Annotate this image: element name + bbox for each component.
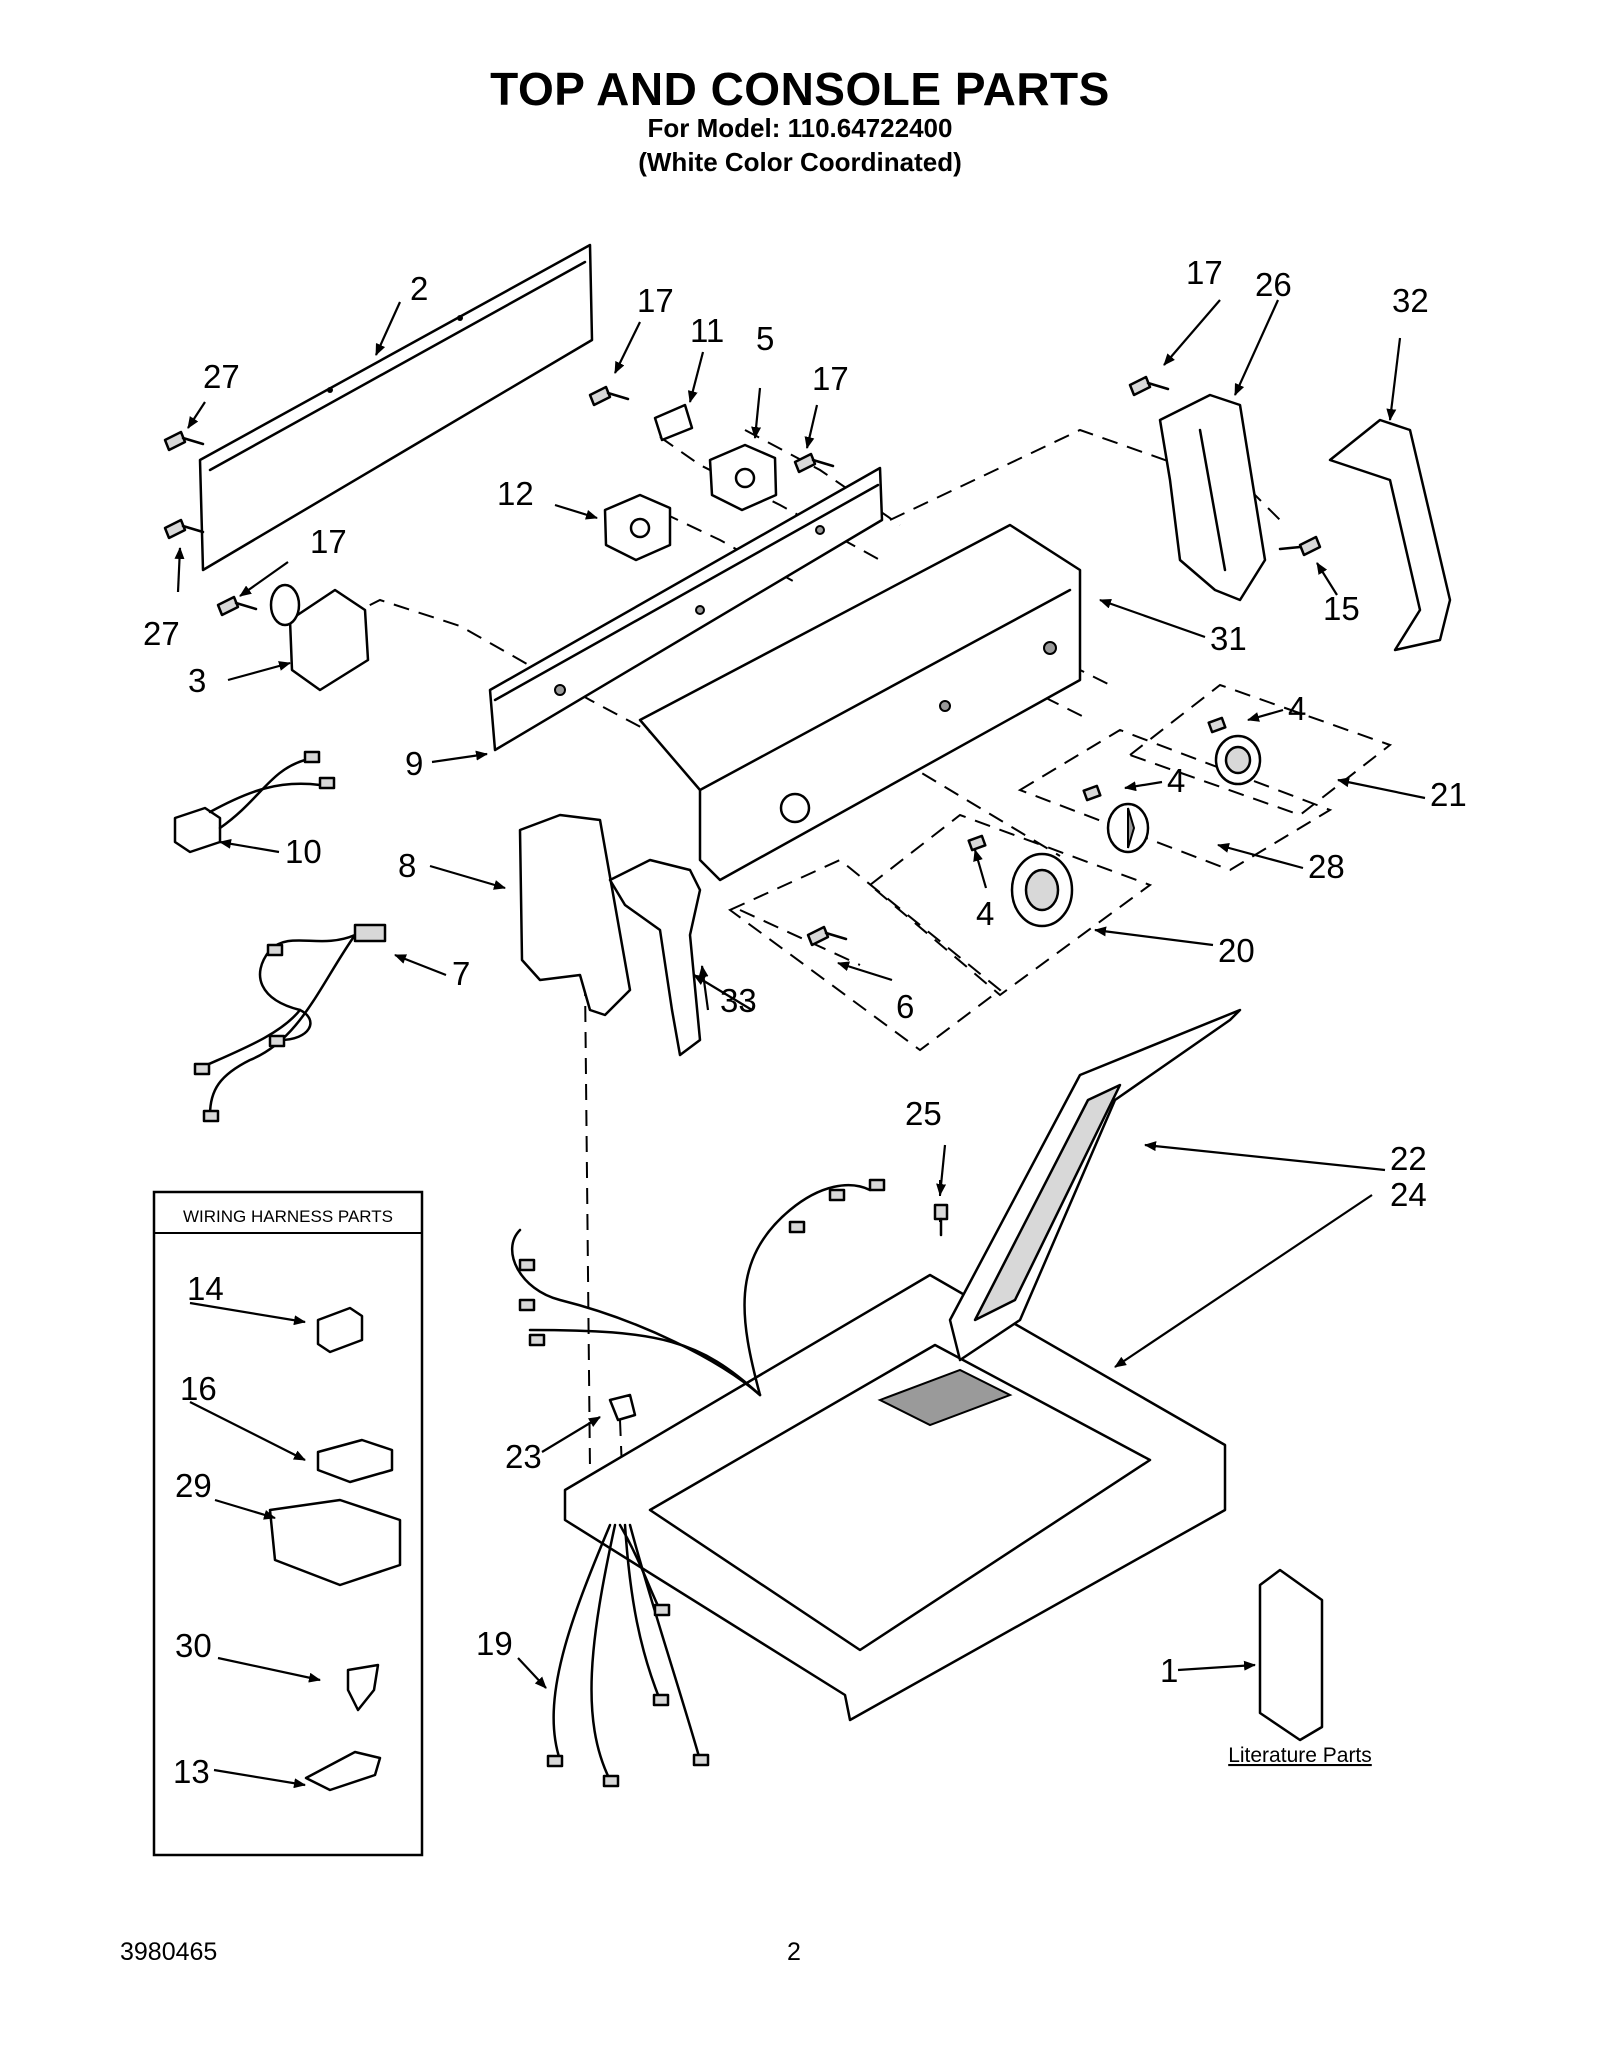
callout: 23 [505, 1438, 542, 1475]
callout: 14 [187, 1270, 224, 1307]
callout: 9 [405, 745, 423, 782]
callout: 2 [410, 270, 428, 307]
part-10-harness [173, 750, 336, 854]
part-33-end-cover [608, 858, 702, 1057]
part-22-lint-duct [948, 1008, 1242, 1362]
knob-parts [967, 716, 1262, 928]
callout: 27 [203, 358, 240, 395]
callout: 17 [310, 523, 347, 560]
page-title: TOP AND CONSOLE PARTS [490, 63, 1110, 115]
callout-labels: 1 2 3 4 4 4 5 6 7 8 9 10 11 12 13 14 15 … [143, 254, 1467, 1790]
callout: 33 [720, 982, 757, 1019]
callout: 5 [756, 320, 774, 357]
callout: 6 [896, 988, 914, 1025]
part-26-end-cap [1158, 393, 1267, 602]
callout: 17 [637, 282, 674, 319]
literature-parts-label: Literature Parts [1228, 1744, 1372, 1767]
callout: 26 [1255, 266, 1292, 303]
callout: 8 [398, 847, 416, 884]
page-number: 2 [787, 1938, 801, 1966]
callout: 27 [143, 615, 180, 652]
part-32-end-cover [1328, 418, 1452, 652]
callout: 31 [1210, 620, 1247, 657]
part-1-literature: Literature Parts [1228, 1568, 1372, 1767]
part-3-switch [269, 583, 370, 692]
callout: 11 [690, 312, 724, 349]
callout: 12 [497, 475, 534, 512]
callout: 19 [476, 1625, 513, 1662]
callout: 21 [1430, 776, 1467, 813]
callout: 17 [812, 360, 849, 397]
callout: 30 [175, 1627, 212, 1664]
switch-parts [603, 403, 778, 562]
part-8-end-cap [518, 813, 632, 1017]
callout: 4 [1167, 762, 1185, 799]
callout: 3 [188, 662, 206, 699]
document-number: 3980465 [120, 1938, 218, 1966]
model-number: For Model: 110.64722400 [647, 113, 953, 143]
color-note: (White Color Coordinated) [638, 147, 962, 177]
part-23-grommet [608, 1393, 637, 1422]
callout: 7 [452, 955, 470, 992]
callout: 22 [1390, 1140, 1427, 1177]
callout: 17 [1186, 254, 1223, 291]
callout: 28 [1308, 848, 1345, 885]
part-24-top [563, 1273, 1227, 1722]
wiring-box-title: WIRING HARNESS PARTS [183, 1207, 393, 1226]
callout: 4 [976, 895, 994, 932]
callout: 4 [1288, 690, 1306, 727]
callout: 24 [1390, 1176, 1427, 1213]
callout: 25 [905, 1095, 942, 1132]
wiring-harness-box: WIRING HARNESS PARTS [152, 1190, 424, 1857]
callout: 13 [173, 1753, 210, 1790]
part-2-console-back [198, 243, 594, 572]
callout: 20 [1218, 932, 1255, 969]
part-19-harness [546, 1523, 710, 1788]
part-7-harness [193, 923, 387, 1123]
callout: 32 [1392, 282, 1429, 319]
screw-parts [163, 375, 1322, 1237]
callout: 15 [1323, 590, 1360, 627]
callout: 16 [180, 1370, 217, 1407]
callout: 1 [1160, 1652, 1178, 1689]
callout: 29 [175, 1467, 212, 1504]
part-31-console [638, 523, 1082, 882]
part-9-bracket [488, 466, 884, 752]
callout: 10 [285, 833, 322, 870]
main-harness [510, 1178, 886, 1397]
callout-arrows [174, 299, 1426, 1789]
